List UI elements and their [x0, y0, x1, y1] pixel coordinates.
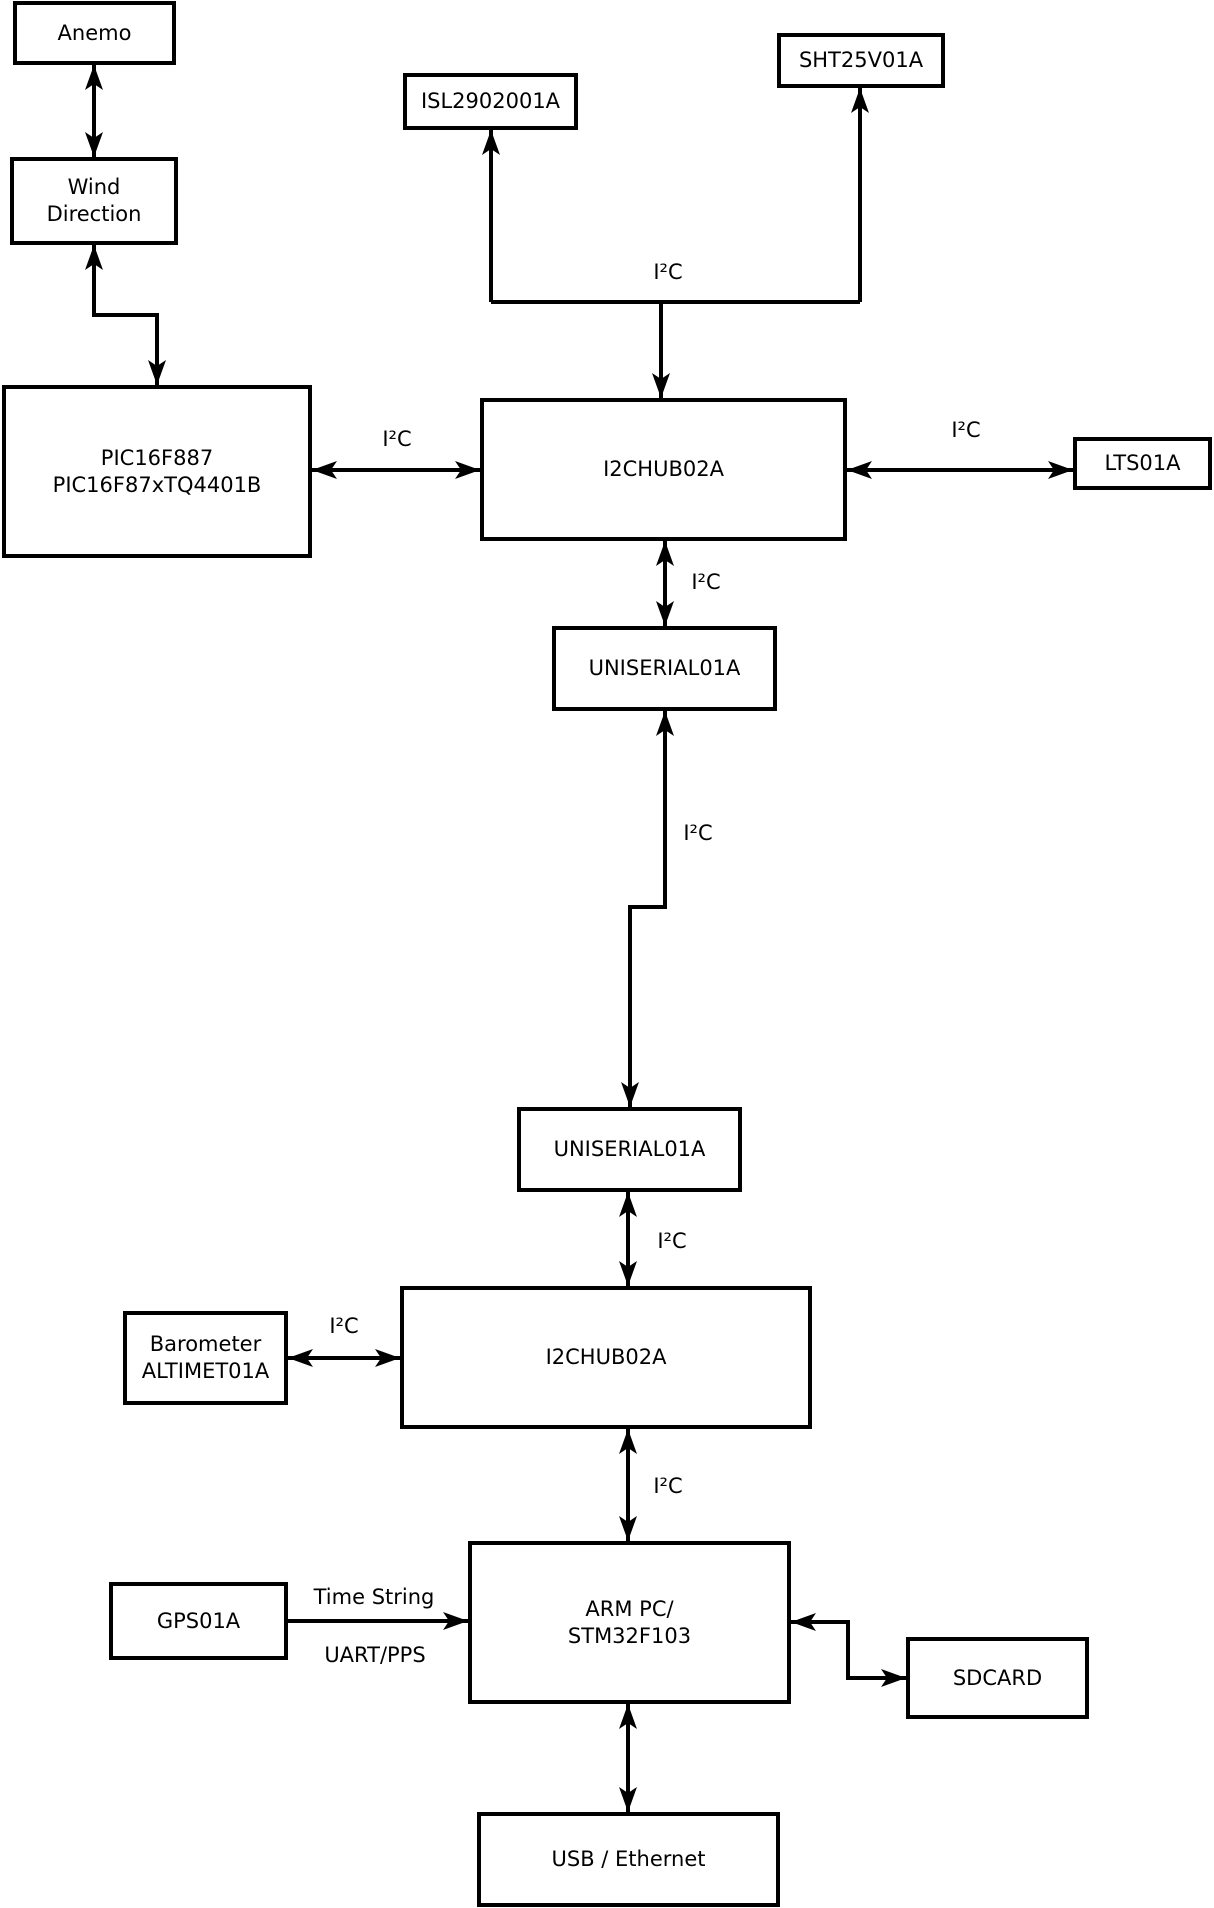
node-sht25v01a: SHT25V01A	[777, 33, 945, 88]
node-anemo: Anemo	[13, 1, 176, 65]
node-arm-pc-label: ARM PC/ STM32F103	[567, 1596, 692, 1648]
node-uniserial01a-2-label: UNISERIAL01A	[553, 1137, 706, 1162]
node-sdcard: SDCARD	[906, 1637, 1089, 1719]
edge-label-uniserial1-uniserial2-i2c: I²C	[683, 821, 713, 845]
node-i2chub02a-1: I2CHUB02A	[480, 398, 847, 541]
node-lts01a: LTS01A	[1073, 437, 1212, 490]
node-anemo-label: Anemo	[57, 20, 132, 45]
edge-wind-pic	[85, 245, 166, 385]
edge-label-sensor-bus-i2c: I²C	[653, 260, 683, 284]
node-i2chub02a-1-label: I2CHUB02A	[603, 457, 724, 482]
node-gps01a: GPS01A	[109, 1582, 288, 1660]
node-gps01a-label: GPS01A	[156, 1608, 241, 1633]
edge-label-hub1-lts-i2c: I²C	[951, 418, 981, 442]
node-wind-direction: Wind Direction	[10, 157, 178, 245]
node-pic16f887-label: PIC16F887 PIC16F87xTQ4401B	[52, 445, 262, 497]
node-isl2902001a: ISL2902001A	[403, 73, 578, 130]
edge-label-uart-pps: UART/PPS	[324, 1643, 426, 1667]
node-pic16f887: PIC16F887 PIC16F87xTQ4401B	[2, 385, 312, 558]
edge-label-time-string: Time String	[313, 1585, 435, 1609]
edge-label-hub2-armpc-i2c: I²C	[653, 1474, 683, 1498]
node-uniserial01a-1-label: UNISERIAL01A	[588, 656, 741, 681]
edge-armpc-sdcard	[791, 1613, 906, 1687]
node-i2chub02a-2: I2CHUB02A	[400, 1286, 812, 1429]
node-sht25v01a-label: SHT25V01A	[798, 48, 924, 73]
node-sdcard-label: SDCARD	[952, 1665, 1043, 1690]
edge-label-barometer-hub2-i2c: I²C	[329, 1314, 359, 1338]
node-barometer-label: Barometer ALTIMET01A	[141, 1332, 270, 1383]
node-isl2902001a-label: ISL2902001A	[420, 89, 561, 114]
node-uniserial01a-1: UNISERIAL01A	[552, 626, 777, 711]
node-usb-ethernet: USB / Ethernet	[477, 1812, 780, 1907]
node-barometer: Barometer ALTIMET01A	[123, 1311, 288, 1405]
node-wind-direction-label: Wind Direction	[46, 175, 142, 226]
edge-label-hub1-uniserial1-i2c: I²C	[691, 570, 721, 594]
edge-label-uniserial2-hub2-i2c: I²C	[657, 1229, 687, 1253]
node-uniserial01a-2: UNISERIAL01A	[517, 1107, 742, 1192]
edge-label-pic-hub1-i2c: I²C	[382, 427, 412, 451]
node-arm-pc: ARM PC/ STM32F103	[468, 1541, 791, 1704]
node-usb-ethernet-label: USB / Ethernet	[551, 1847, 706, 1872]
edge-uniserial1-uniserial2	[621, 711, 674, 1107]
node-lts01a-label: LTS01A	[1104, 451, 1181, 476]
node-i2chub02a-2-label: I2CHUB02A	[545, 1345, 667, 1370]
